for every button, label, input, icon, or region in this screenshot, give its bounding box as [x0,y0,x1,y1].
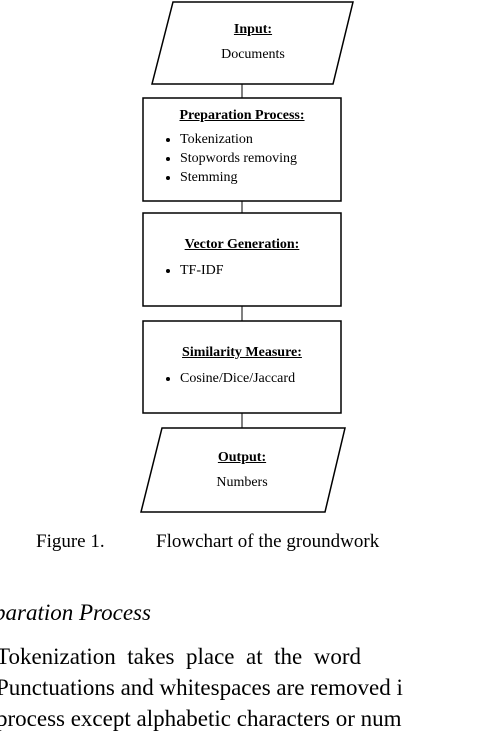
body-line: Tokenization takes place at the word [0,644,361,669]
vector-list: TF-IDF [164,261,340,280]
flowchart-diagram [140,1,354,513]
input-text: Documents [221,47,285,62]
list-item: TF-IDF [180,261,340,280]
output-text: Numbers [216,475,268,490]
similarity-list: Cosine/Dice/Jaccard [164,369,340,388]
similarity-heading: Similarity Measure: [182,345,302,360]
preparation-node: Preparation Process: Tokenization Stopwo… [144,108,340,187]
input-heading: Input: [233,22,273,37]
output-parallelogram [140,427,346,513]
list-item: Tokenization [180,130,340,149]
input-parallelogram [151,1,354,85]
body-line: process except alphabetic characters or … [0,706,402,731]
vector-heading: Vector Generation: [184,237,300,252]
list-item: Stopwords removing [180,149,340,168]
section-heading: paration Process [0,600,151,625]
vector-node: Vector Generation: TF-IDF [144,237,340,280]
list-item: Cosine/Dice/Jaccard [180,369,340,388]
list-item: Stemming [180,168,340,187]
similarity-node: Similarity Measure: Cosine/Dice/Jaccard [144,345,340,388]
similarity-box [142,320,342,414]
body-line: Punctuations and whitespaces are removed… [0,675,403,700]
preparation-list: Tokenization Stopwords removing Stemming [164,130,340,187]
figure-label: Figure 1. [36,531,105,552]
output-node: Output: Numbers [152,450,332,491]
figure-caption: Figure 1. Flowchart of the groundwork [36,531,379,553]
figure-title: Flowchart of the groundwork [156,531,380,552]
vector-box [142,212,342,307]
output-heading: Output: [217,450,267,465]
preparation-heading: Preparation Process: [179,108,305,123]
preparation-box [142,97,342,202]
input-node: Input: Documents [163,22,343,63]
